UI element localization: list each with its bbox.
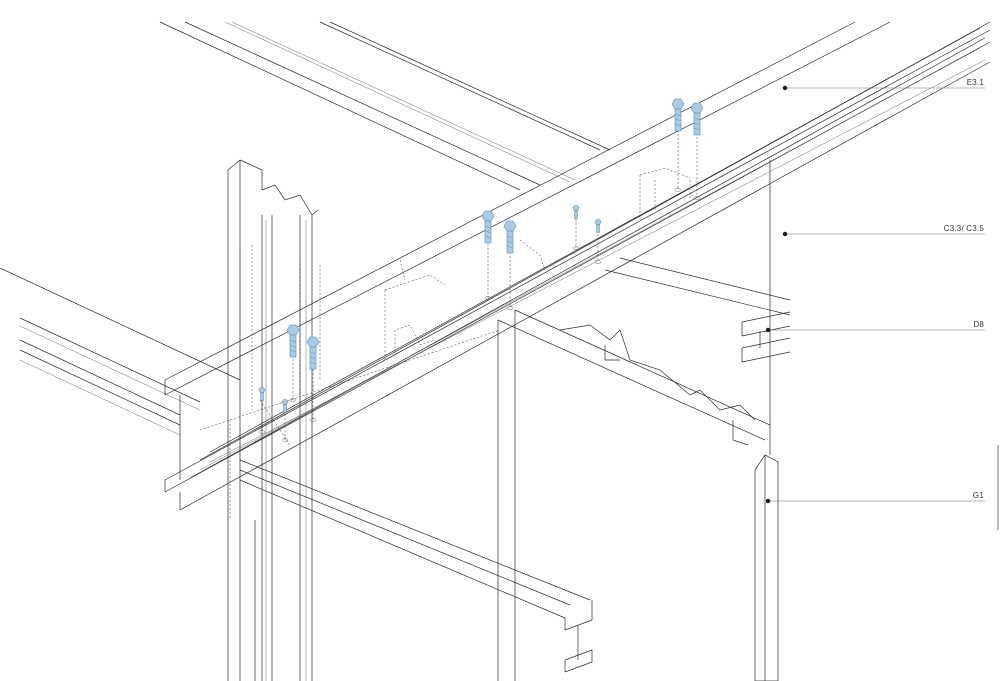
label-e31: E3.1 — [966, 78, 984, 87]
hex-bolt-icon — [481, 210, 495, 244]
small-bolt-icon — [281, 399, 289, 413]
callout-g1 — [765, 498, 985, 504]
callout-e31 — [782, 85, 985, 91]
callout-dot-icon — [782, 231, 788, 237]
label-g1: G1 — [972, 491, 984, 500]
bolt-drop-lines — [258, 125, 701, 442]
hex-bolt-icon — [306, 336, 320, 370]
hex-bolt-icon — [690, 102, 704, 136]
label-d8: D8 — [973, 320, 984, 329]
beam-d8 — [604, 257, 791, 363]
hex-bolt-icon — [503, 220, 517, 254]
label-c33-c35: C3.3/ C3.5 — [943, 224, 984, 233]
main-diagonal-beam — [164, 21, 991, 511]
beam-lower-left — [239, 459, 593, 673]
small-bolt-icon — [594, 219, 602, 233]
callout-dot-icon — [765, 498, 771, 504]
hex-bolt-icon — [671, 98, 685, 132]
hidden-lines — [199, 167, 691, 520]
rear-beam-upper — [159, 21, 611, 191]
callout-dot-icon — [765, 327, 771, 333]
small-bolt-icon — [572, 205, 580, 219]
callout-d8 — [765, 327, 985, 333]
hex-bolt-icon — [286, 324, 300, 358]
side-beam-left — [0, 267, 241, 436]
column-panel-right — [497, 160, 779, 681]
callout-dot-icon — [782, 85, 788, 91]
callout-c33 — [782, 231, 985, 237]
column-g1 — [227, 159, 516, 681]
small-bolt-icon — [258, 387, 266, 401]
